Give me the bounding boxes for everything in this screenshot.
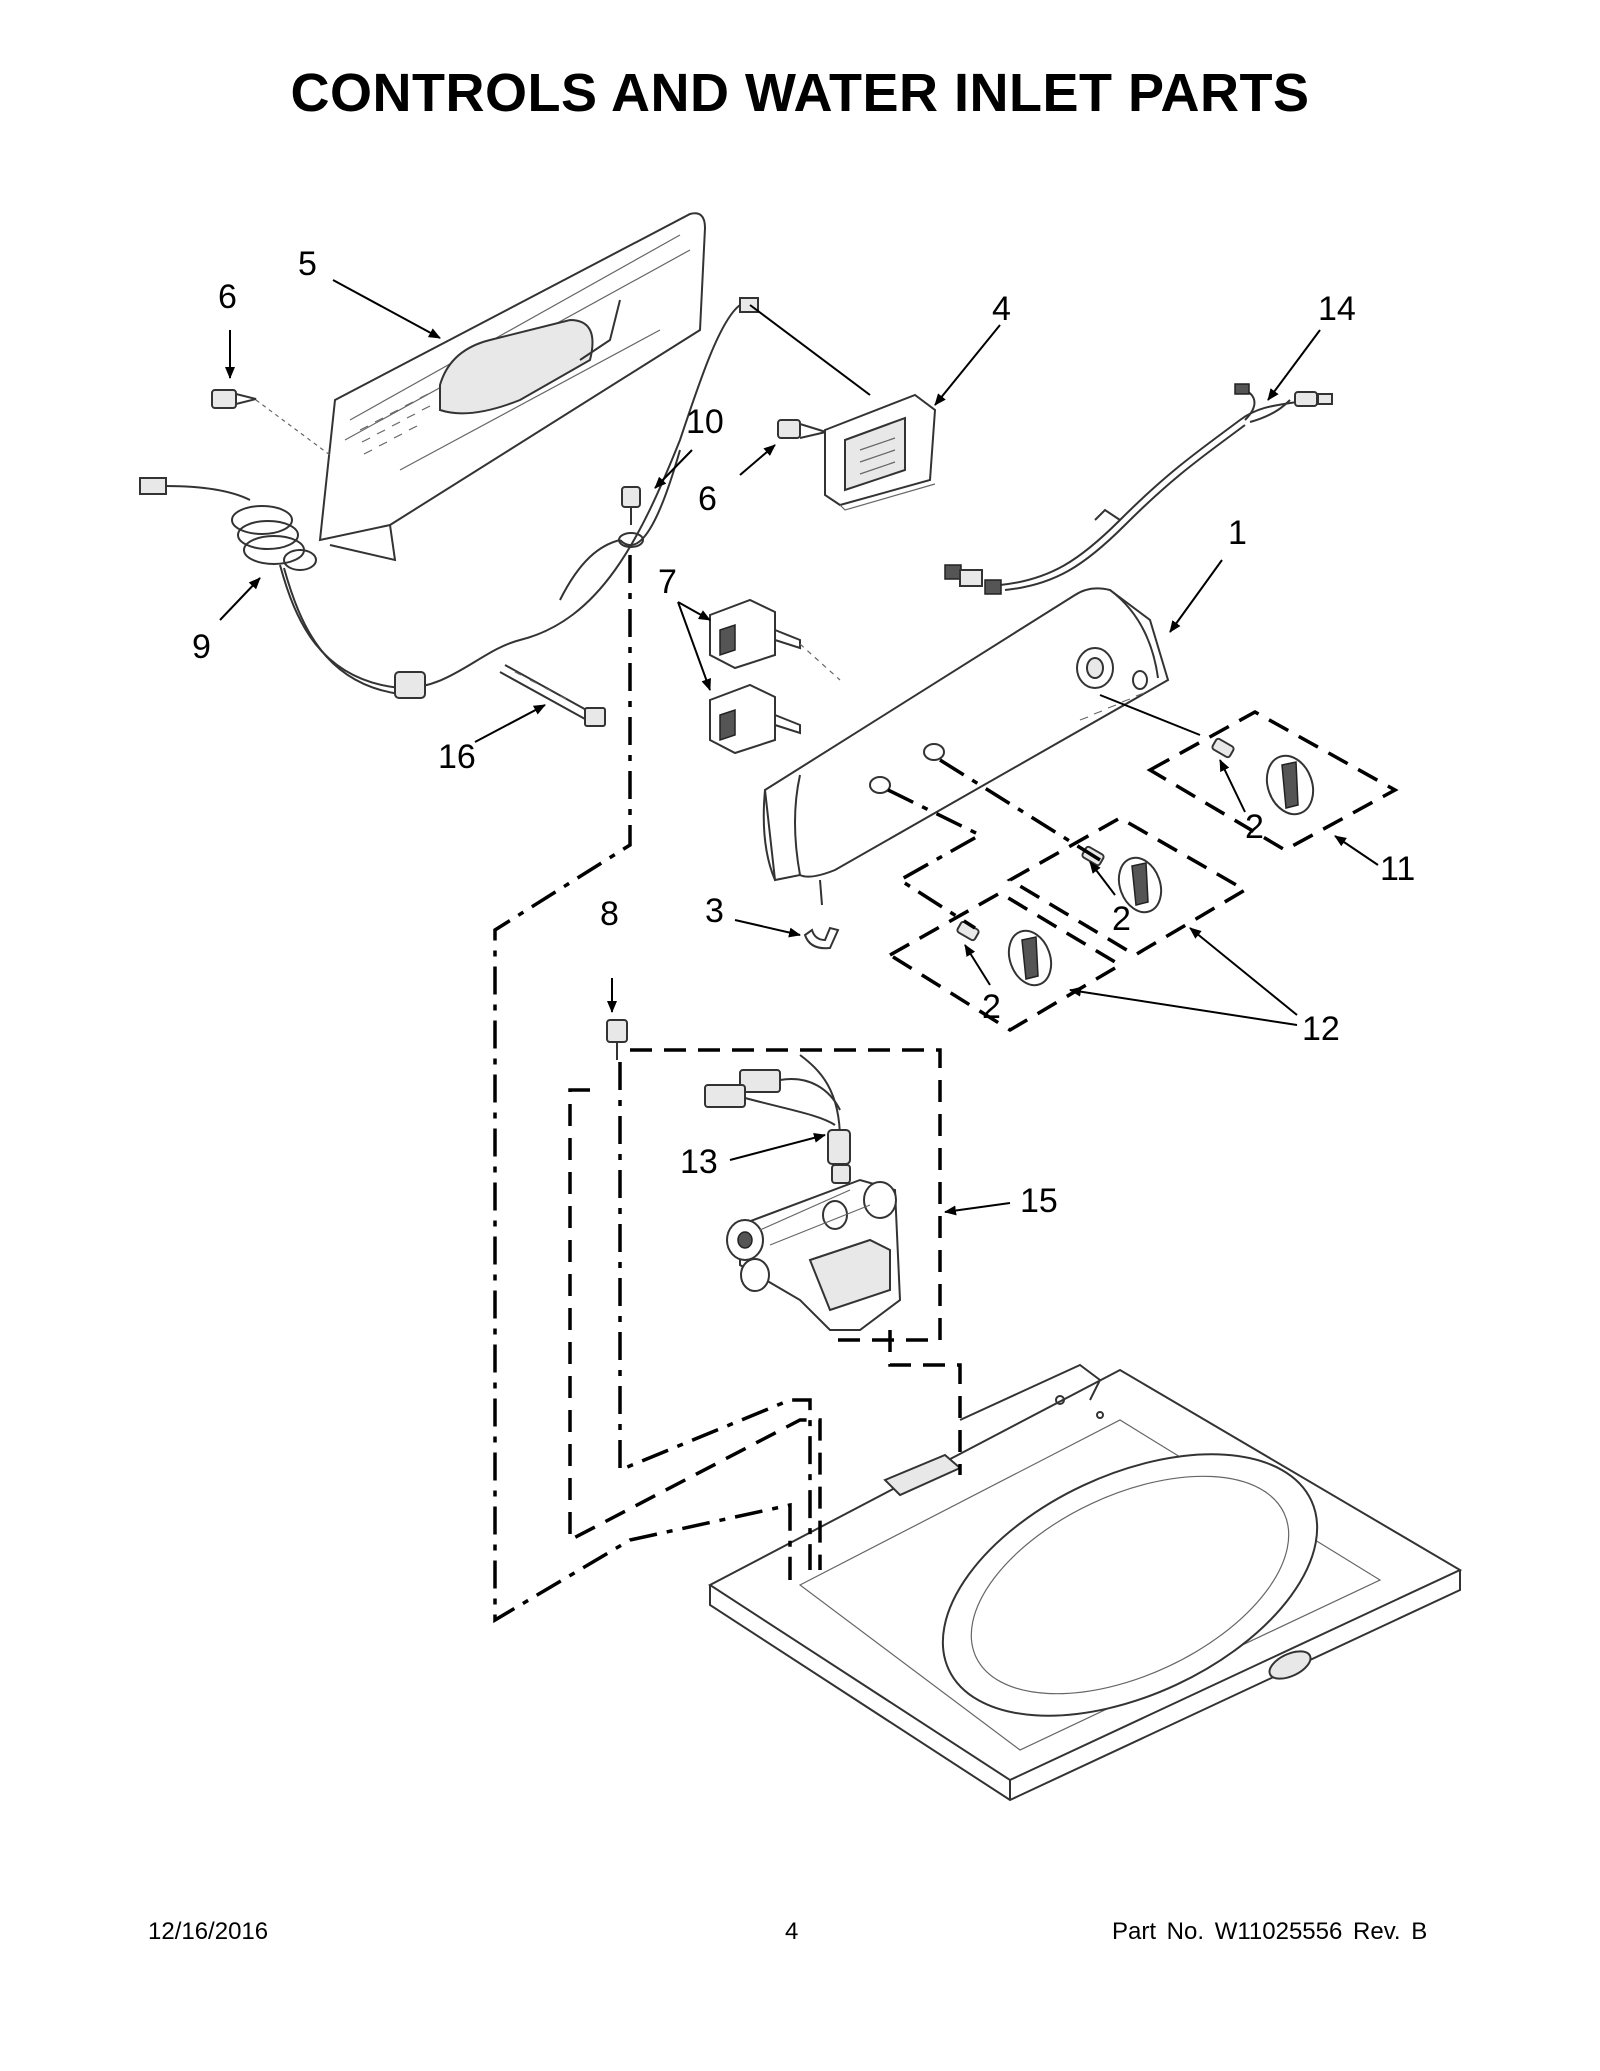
panel-vent-holes (359, 393, 431, 455)
callout-2-knob-11: 2 (1245, 808, 1264, 846)
switch-part-7-lower (709, 683, 801, 755)
ground-wire-path (493, 555, 792, 1624)
callout-13: 13 (680, 1143, 718, 1181)
callout-3: 3 (705, 892, 724, 930)
knob-axis-line-upper (939, 758, 1101, 862)
knob-group-part-12-lower (886, 890, 1124, 1033)
knob-axis-line-lower (887, 788, 984, 930)
footer-part-number: Part No. W11025556 Rev. B (1112, 1918, 1428, 1945)
knob-group-part-11 (1099, 694, 1399, 853)
callout-10: 10 (686, 403, 724, 441)
cable-tie-part-16 (499, 664, 606, 727)
knob-group-part-12-upper (1006, 815, 1249, 958)
callout-14: 14 (1318, 290, 1356, 328)
valve-harness-part-13 (704, 1054, 851, 1184)
footer-date: 12/16/2016 (148, 1918, 269, 1945)
screw-part-8 (606, 1019, 628, 1060)
valve-to-cabinet-path (888, 1330, 962, 1475)
callout-7: 7 (658, 563, 677, 601)
switch-part-7-upper (709, 598, 841, 681)
control-board-part-4 (749, 304, 937, 511)
ground-screw-part-10 (559, 486, 644, 601)
callout-16: 16 (438, 738, 476, 776)
clip-part-3 (803, 926, 840, 950)
callout-6-right: 6 (698, 480, 717, 518)
callout-9: 9 (192, 628, 211, 666)
callout-11: 11 (1380, 850, 1415, 888)
footer-page-number: 4 (785, 1918, 799, 1945)
screw-part-6-right (777, 419, 830, 439)
screw-8-path (618, 1062, 812, 1570)
callout-15: 15 (1020, 1182, 1058, 1220)
leader-lines (219, 279, 1379, 1216)
callout-5: 5 (298, 245, 317, 283)
inlet-valve-assembly-part-15 (630, 1048, 942, 1342)
cabinet-top (708, 1363, 1463, 1802)
power-cord-part-9 (139, 297, 759, 699)
wire-harness-part-14 (944, 383, 1333, 595)
console-part-1 (762, 587, 1170, 906)
callout-12: 12 (1302, 1010, 1340, 1048)
callout-1: 1 (1228, 514, 1247, 552)
callout-2-knob-12-lower: 2 (982, 988, 1001, 1026)
callout-6-left: 6 (218, 278, 237, 316)
callout-2-knob-12-upper: 2 (1112, 900, 1131, 938)
callout-8: 8 (600, 895, 619, 933)
callout-4: 4 (992, 290, 1011, 328)
assembly-outline-path (568, 1088, 822, 1570)
rear-panel-part-5 (318, 212, 707, 562)
page-title: CONTROLS AND WATER INLET PARTS (290, 63, 1310, 123)
screw-part-6-left (211, 389, 331, 456)
